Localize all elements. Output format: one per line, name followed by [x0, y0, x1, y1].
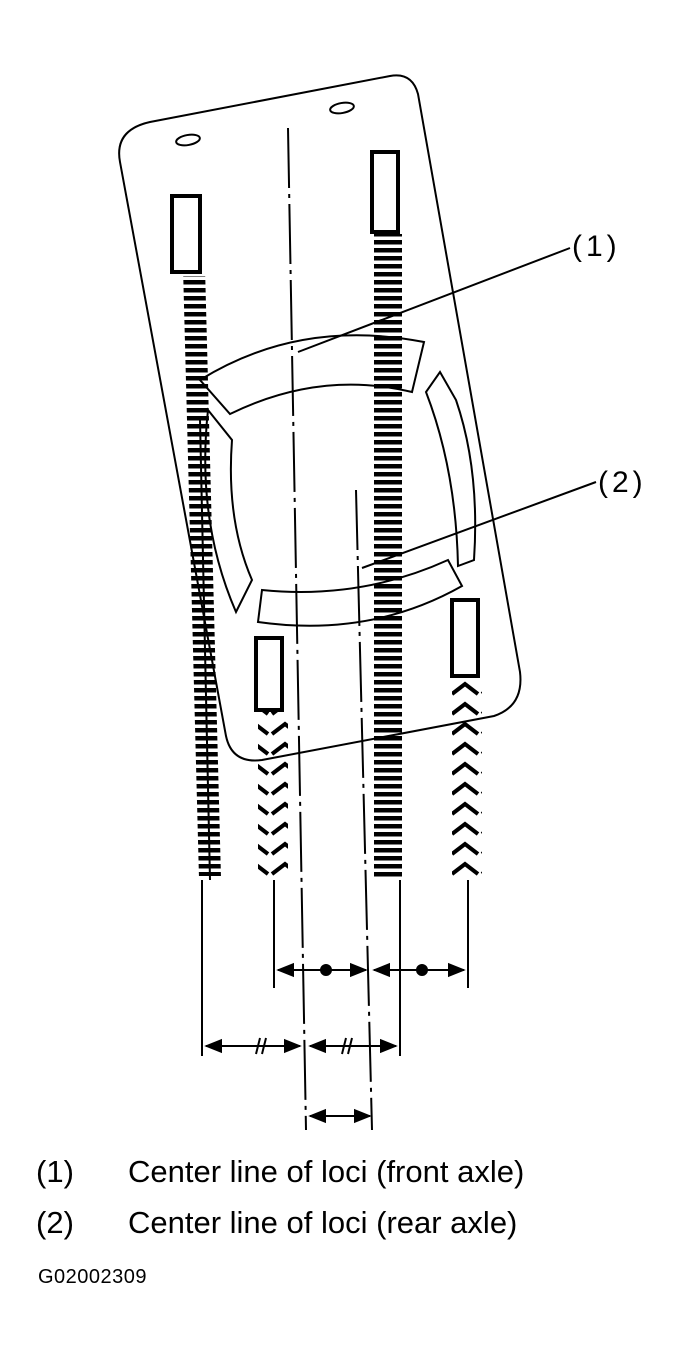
front-right-track	[370, 150, 402, 880]
legend-number: (2)	[36, 1205, 74, 1240]
callout-2-leader	[361, 481, 597, 569]
callout-1-leader	[297, 247, 571, 353]
rear-left-wheel	[254, 636, 284, 712]
legend-text: Center line of loci (rear axle)	[128, 1205, 518, 1240]
rear-axle-center-line	[355, 489, 373, 1131]
legend-text: Center line of loci (front axle)	[128, 1154, 525, 1189]
rear-right-track	[450, 598, 482, 880]
figure-code: G02002309	[38, 1266, 148, 1288]
front-arc-panel	[198, 334, 426, 416]
legend-number: (1)	[36, 1154, 74, 1189]
mount-hole-right	[329, 101, 355, 115]
rear-arc-panel	[256, 558, 464, 627]
rear-track-dimension	[276, 962, 466, 978]
rear-left-track	[254, 636, 288, 880]
front-axle-center-line	[287, 127, 307, 1131]
callout-1-label: (1)	[572, 230, 621, 263]
legend-row-1: (1) Center line of loci (front axle)	[36, 1154, 524, 1190]
front-left-wheel	[170, 194, 202, 274]
dimension-extension-lines	[201, 880, 469, 1056]
front-right-wheel	[370, 150, 400, 234]
callout-2-label: (2)	[598, 466, 647, 499]
front-left-track	[170, 194, 221, 881]
right-side-panel	[424, 370, 477, 568]
mount-hole-left	[175, 133, 201, 147]
legend-row-2: (2) Center line of loci (rear axle)	[36, 1205, 517, 1241]
front-track-dimension	[204, 1037, 398, 1055]
rear-right-wheel	[450, 598, 480, 678]
